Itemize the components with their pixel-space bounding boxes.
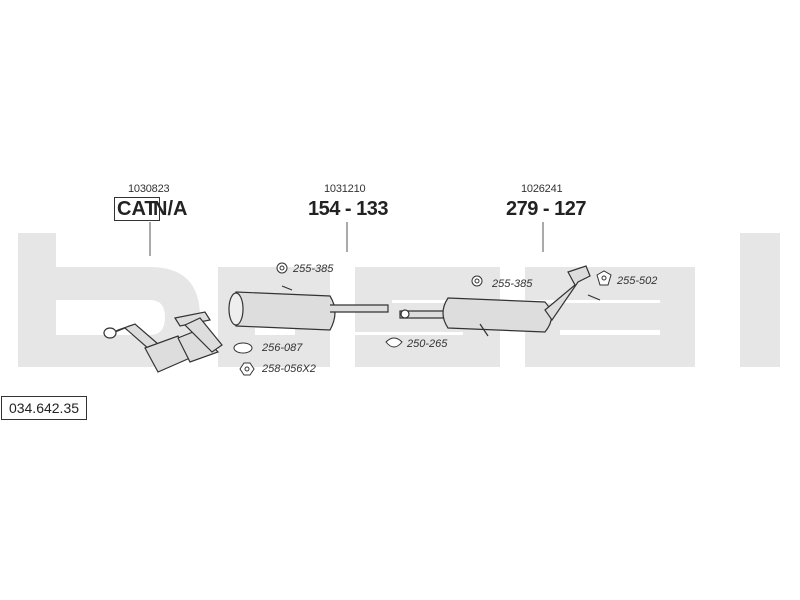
nut-icon <box>239 362 255 376</box>
gasket-icon <box>233 342 253 354</box>
rubber-hanger-icon <box>276 262 288 274</box>
accessory-label: 250-265 <box>407 338 448 350</box>
accessory-label: 258-056X2 <box>262 363 316 375</box>
rear-silencer-part <box>399 265 601 337</box>
watermark <box>18 233 780 367</box>
accessory-label: 255-385 <box>293 263 334 275</box>
section-1-ref: 1030823 <box>128 183 170 195</box>
rubber-hanger-icon <box>471 275 483 287</box>
accessory-label: 255-502 <box>617 275 658 287</box>
clamp-icon <box>385 337 403 348</box>
catalog-code: 034.642.35 <box>1 396 87 420</box>
section-3-part-no: 279 - 127 <box>506 198 587 220</box>
accessory-label: 256-087 <box>262 342 303 354</box>
rubber-hanger-icon <box>596 270 612 286</box>
section-2-ref: 1031210 <box>324 183 366 195</box>
cat-label: CAT <box>114 197 160 221</box>
section-3-ref: 1026241 <box>521 183 563 195</box>
leader-lines <box>149 222 544 256</box>
accessory-icons <box>233 262 612 376</box>
section-2-part-no: 154 - 133 <box>308 198 389 220</box>
cat-value: N/A <box>153 198 188 220</box>
centre-silencer-part <box>228 285 389 331</box>
accessory-label: 255-385 <box>492 278 533 290</box>
catalytic-converter-part <box>103 311 223 373</box>
